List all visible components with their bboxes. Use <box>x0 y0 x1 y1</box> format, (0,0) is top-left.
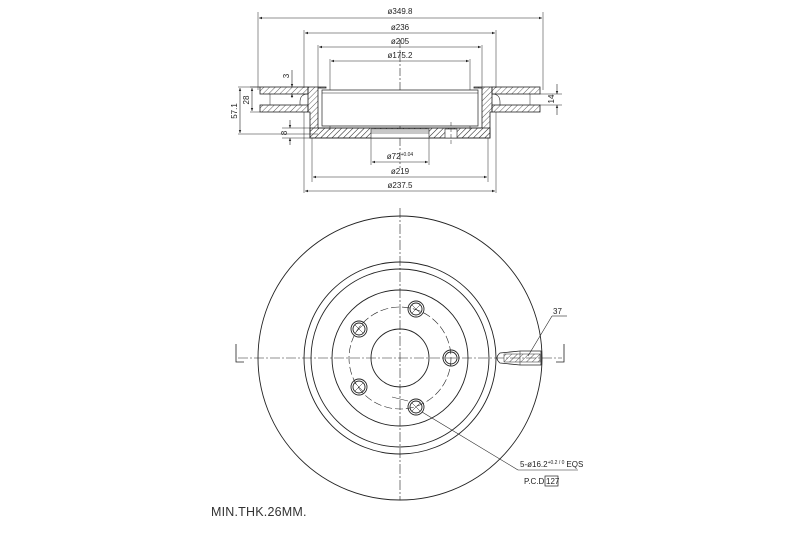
dim-hub-thickness: 8 <box>280 130 289 135</box>
dim-total-height: 57.1 <box>230 103 239 119</box>
min-thickness-note: MIN.THK.26MM. <box>211 505 307 519</box>
pcd-value: 127 <box>546 477 560 486</box>
section-dimension-labels: ø349.8 ø236 ø205 ø175.2 ø72+0.04 ø219 ø2… <box>230 7 556 190</box>
bolt-holes-suffix: EQS <box>566 460 583 469</box>
vane-count-label: 37 <box>553 307 562 316</box>
dim-hat-inner-diameter: ø175.2 <box>388 51 413 60</box>
center-bore <box>370 328 430 388</box>
bolt-holes <box>350 300 460 416</box>
disc-outer-edge <box>257 215 543 501</box>
pcd-label: P.C.D <box>524 477 545 486</box>
dim-center-bore-tol-upper: +0.04 <box>401 152 414 158</box>
friction-inner-edge <box>303 261 497 455</box>
dim-vent-gap: 14 <box>547 94 556 103</box>
section-marker-right <box>556 344 565 363</box>
section-marker-left <box>235 344 244 363</box>
dim-outer-diameter: ø349.8 <box>388 7 413 16</box>
dim-hat-bottom-outer: ø237.5 <box>388 181 413 190</box>
dim-hat-outer-diameter: ø236 <box>391 23 410 32</box>
dim-center-bore-value: ø72 <box>387 152 401 161</box>
dim-hat-bottom-inner: ø219 <box>391 167 410 176</box>
hat-inner-edge <box>331 289 469 427</box>
dim-disc-thickness: 28 <box>242 95 251 104</box>
vane-section <box>496 350 542 366</box>
dim-flange-thickness: 3 <box>282 73 291 78</box>
pcd-box <box>544 475 559 487</box>
bolt-holes-tolerance: +0.2 / 0 <box>548 460 565 466</box>
front-view <box>235 208 578 501</box>
hat-outer-edge <box>310 268 490 448</box>
section-view <box>238 12 562 193</box>
pcd-circle <box>348 306 452 410</box>
bolt-holes-note-value: 5-ø16.2 <box>520 460 548 469</box>
dim-hat-mid-diameter: ø205 <box>391 37 410 46</box>
dim-center-bore: ø72+0.04 <box>387 152 414 161</box>
